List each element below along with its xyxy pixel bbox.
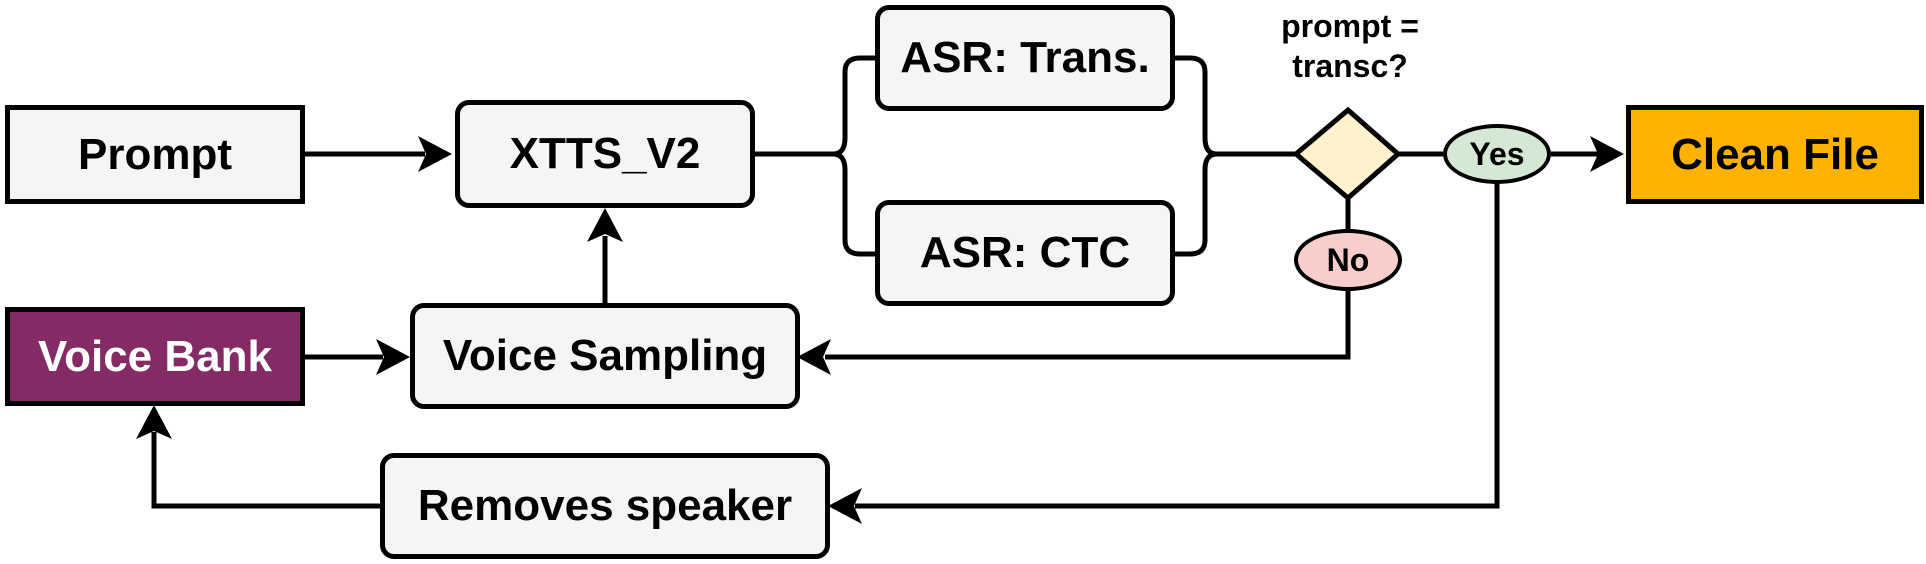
clean-file-label: Clean File [1671, 129, 1879, 179]
edge-prompt-to-xtts [305, 136, 452, 172]
voice-sampling-label: Voice Sampling [442, 331, 768, 380]
decision-question-line1: prompt = [1281, 8, 1419, 44]
asr-trans-node: ASR: Trans. [875, 5, 1175, 111]
edge-decision-no-to-sampling [797, 198, 1351, 375]
decision-question: prompt = transc? [1240, 6, 1460, 86]
asr-ctc-node: ASR: CTC [875, 200, 1175, 306]
edge-merge-brace-to-decision [1175, 55, 1296, 257]
xtts-label: XTTS_V2 [509, 129, 701, 178]
prompt-label: Prompt [78, 129, 232, 179]
removes-speaker-node: Removes speaker [380, 453, 830, 559]
decision-diamond [1292, 106, 1402, 202]
asr-ctc-label: ASR: CTC [919, 228, 1131, 277]
voice-sampling-node: Voice Sampling [410, 303, 800, 409]
asr-trans-label: ASR: Trans. [900, 33, 1150, 82]
edge-xtts-split-brace [755, 55, 875, 257]
decision-question-line2: transc? [1292, 48, 1408, 84]
removes-speaker-label: Removes speaker [417, 481, 793, 530]
no-badge: No [1294, 229, 1402, 291]
clean-file-node: Clean File [1626, 105, 1924, 204]
yes-badge: Yes [1443, 124, 1551, 184]
voice-bank-node: Voice Bank [5, 307, 305, 406]
xtts-node: XTTS_V2 [455, 100, 755, 208]
edge-yes-to-removes-speaker [828, 183, 1500, 524]
edge-voicebank-to-sampling [305, 339, 410, 375]
voice-bank-label: Voice Bank [38, 331, 272, 381]
edge-decision-to-clean-file [1398, 136, 1624, 172]
no-label: No [1326, 241, 1370, 278]
edge-removes-speaker-to-voicebank [136, 405, 380, 509]
edge-sampling-to-xtts [587, 208, 623, 303]
yes-label: Yes [1469, 135, 1525, 172]
prompt-node: Prompt [5, 105, 305, 204]
